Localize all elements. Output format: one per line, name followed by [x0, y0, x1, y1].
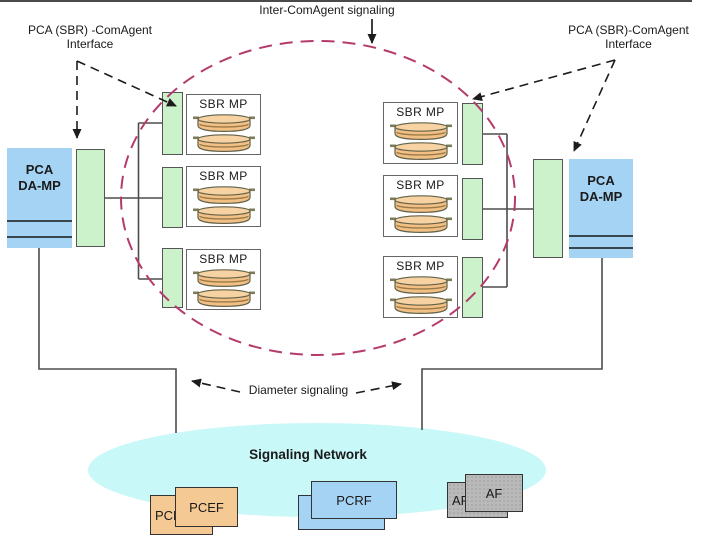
- pcrf-label: PCRF: [336, 492, 372, 508]
- sbr-mp-node-right-3: SBR MP: [383, 256, 458, 318]
- da-mp-divider-line: [569, 235, 633, 237]
- da-mp-divider-line: [569, 247, 633, 249]
- sbr-mp-node-right-1: SBR MP: [383, 102, 458, 164]
- right-interface-arrow-1: [472, 59, 616, 101]
- pca-da-mp-left-label-line1: PCA: [25, 162, 54, 177]
- sbr-mp-node-left-1: SBR MP: [186, 94, 261, 155]
- left-interface-label-line2: Interface: [66, 37, 114, 51]
- right-interface-label: PCA (SBR)-ComAgent Interface: [550, 23, 707, 51]
- right-interface-label-line1: PCA (SBR)-ComAgent: [568, 23, 689, 37]
- af-node: AF: [465, 474, 523, 512]
- da-mp-divider-line: [7, 236, 72, 238]
- comagent-interface-bar-left-1: [162, 92, 183, 155]
- sbr-mp-node-left-3: SBR MP: [186, 249, 261, 310]
- sbr-mp-node-left-2: SBR MP: [186, 166, 261, 227]
- database-disks-icon: [192, 186, 255, 225]
- right-comagent-bracket: [483, 133, 533, 288]
- left-interface-label-line1: PCA (SBR) -ComAgent: [27, 23, 153, 37]
- sbr-mp-label: SBR MP: [396, 259, 445, 273]
- database-disks-icon: [192, 114, 255, 153]
- sbr-mp-label: SBR MP: [396, 105, 445, 119]
- sbr-mp-label: SBR MP: [396, 178, 445, 192]
- comagent-interface-bar-left-3: [162, 248, 183, 308]
- comagent-interface-bar-right-main: [533, 159, 563, 258]
- database-disks-icon: [389, 122, 452, 161]
- top-border-line: [0, 0, 692, 2]
- pca-da-mp-right-label-line1: PCA: [587, 173, 615, 188]
- sbr-mp-label: SBR MP: [199, 252, 248, 266]
- comagent-interface-bar-left-main: [76, 149, 105, 247]
- database-disks-icon: [389, 195, 452, 234]
- comagent-interface-bar-right-3: [462, 257, 483, 318]
- pcef-node: PCEF: [175, 487, 238, 527]
- database-disks-icon: [389, 276, 452, 315]
- sbr-mp-label: SBR MP: [199, 169, 248, 183]
- signaling-network-label: Signaling Network: [249, 447, 367, 462]
- comagent-interface-bar-left-2: [162, 167, 183, 228]
- diameter-arrow-left: [191, 378, 241, 393]
- pcrf-node: PCRF: [311, 481, 397, 519]
- pca-da-mp-right: PCA DA-MP: [569, 159, 633, 258]
- comagent-interface-bar-right-2: [462, 178, 483, 240]
- pca-da-mp-left-label-line2: DA-MP: [18, 178, 61, 193]
- pca-da-mp-left: PCA DA-MP: [7, 148, 72, 248]
- af-label: AF: [452, 492, 469, 508]
- af-label: AF: [485, 485, 503, 501]
- da-mp-divider-line: [7, 220, 72, 222]
- left-comagent-bracket: [105, 122, 162, 280]
- right-interface-arrow-2: [573, 59, 616, 152]
- diameter-link-left: [38, 248, 177, 433]
- diameter-signaling-label: Diameter signaling: [248, 383, 349, 397]
- pca-da-mp-right-label-line2: DA-MP: [579, 189, 623, 204]
- diameter-arrow-right: [355, 381, 402, 394]
- pcef-label: PCEF: [189, 499, 224, 515]
- database-disks-icon: [192, 269, 255, 308]
- left-interface-label: PCA (SBR) -ComAgent Interface: [10, 23, 170, 51]
- sbr-mp-label: SBR MP: [199, 97, 248, 111]
- inter-comagent-signaling-label: Inter-ComAgent signaling: [259, 3, 395, 17]
- comagent-interface-bar-right-1: [462, 103, 483, 165]
- right-interface-label-line2: Interface: [605, 37, 652, 51]
- sbr-mp-node-right-2: SBR MP: [383, 175, 458, 237]
